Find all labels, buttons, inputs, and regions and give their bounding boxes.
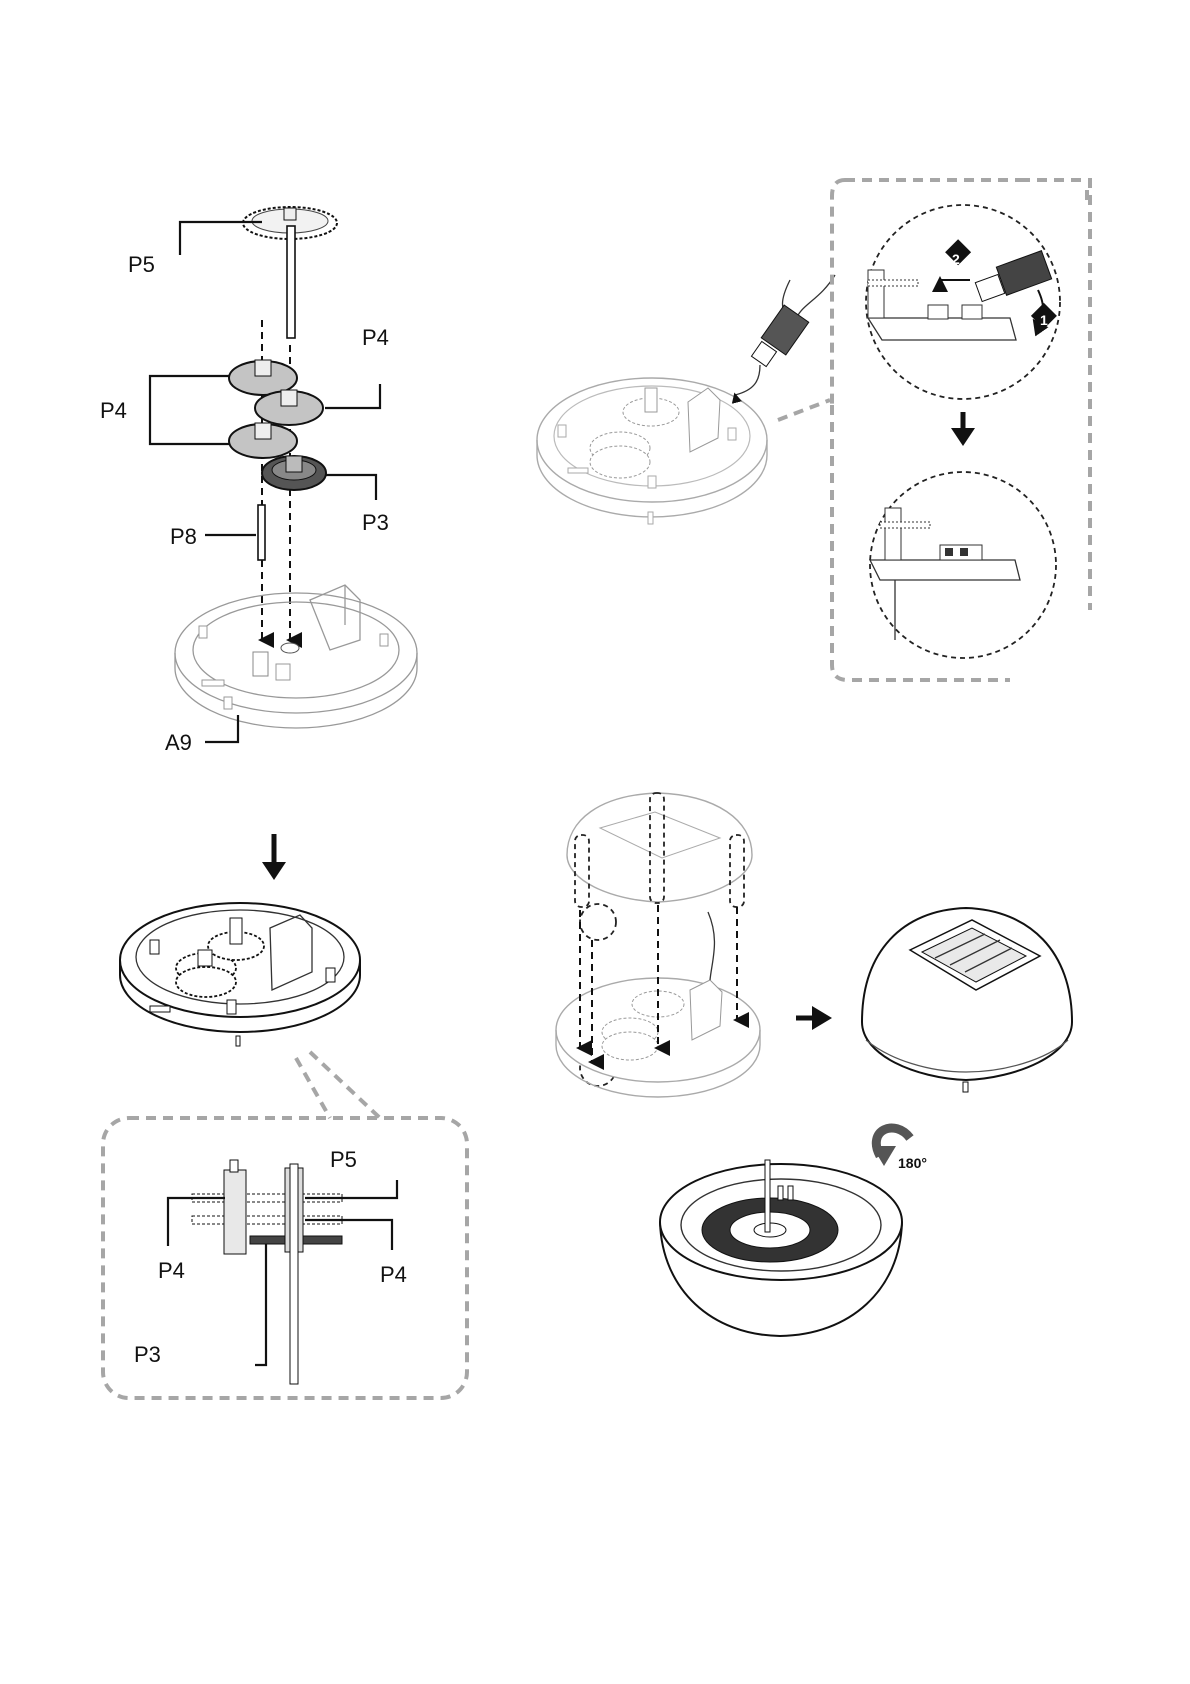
label-p4-left: P4: [100, 398, 127, 423]
p3-gear: [262, 456, 326, 490]
label-p3: P3: [362, 510, 389, 535]
svg-text:2: 2: [952, 251, 960, 267]
detail-label-p5: P5: [330, 1147, 357, 1172]
step1-assembled-base: [120, 903, 360, 1046]
rotate-180-icon: 180°: [872, 1128, 927, 1171]
detail-label-p4-right: P4: [380, 1262, 407, 1287]
step3-exploded-dome: [556, 793, 760, 1097]
zoom-circle-before: [866, 205, 1060, 399]
step-1-badge: 1: [1031, 303, 1057, 329]
step2-base-with-motor: [537, 378, 767, 524]
motor-plug-detail: [868, 251, 1052, 340]
detail-label-p3: P3: [134, 1342, 161, 1367]
p4-gear-lower-left: [229, 423, 297, 458]
zoom-circle-after: [870, 472, 1056, 658]
step1-exploded-view: P5 P4 P4 P3 P8: [100, 207, 417, 755]
label-a9: A9: [165, 730, 192, 755]
label-p8: P8: [170, 524, 197, 549]
down-arrow-icon-head: [262, 862, 286, 880]
detail-label-p4-left: P4: [158, 1258, 185, 1283]
step-2-badge: 2: [945, 239, 971, 267]
p8-pin: [258, 505, 265, 560]
label-p5: P5: [128, 252, 155, 277]
assembled-dome: [862, 908, 1072, 1092]
connected-plug-detail: [870, 508, 1020, 640]
p4-gear-middle: [255, 390, 323, 425]
label-p4-right: P4: [362, 325, 389, 350]
svg-text:1: 1: [1040, 312, 1048, 328]
svg-text:180°: 180°: [898, 1155, 927, 1171]
p5-gear-shaft: [243, 207, 337, 338]
motor-with-wires: [735, 275, 835, 395]
inverted-dome: [660, 1160, 902, 1336]
a9-base: [175, 585, 417, 728]
